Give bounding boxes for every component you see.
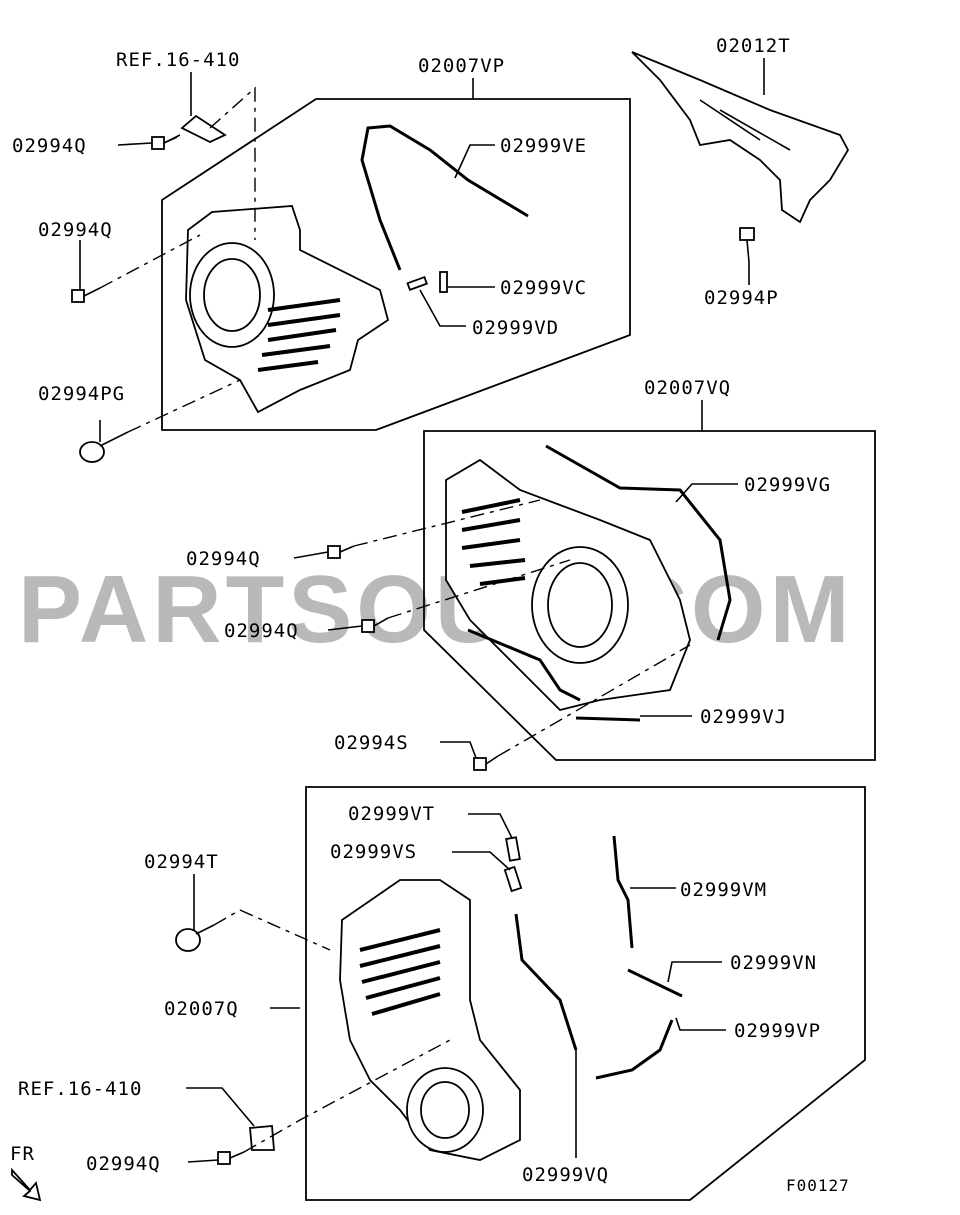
bracket-ref-top-part [180,114,227,143]
label-upper-cover-assy[interactable]: 02007VP [418,55,505,77]
lower-timing-cover[interactable] [445,458,691,711]
bolt-s-part [473,755,499,771]
label-lower-cover-assy[interactable]: 02007VQ [644,377,731,399]
front-cover-group-box [305,786,866,1201]
seal-vt-part [505,836,521,862]
label-seal-vq[interactable]: 02999VQ [522,1164,609,1186]
upper-timing-cover[interactable] [185,205,390,414]
label-ref-top[interactable]: REF.16-410 [116,49,240,71]
label-bracket[interactable]: 02012T [716,35,791,57]
upper-cover-group-box [161,98,631,431]
label-bolt-t[interactable]: 02994T [144,851,219,873]
label-bolt-p[interactable]: 02994P [704,287,779,309]
label-front-cover[interactable]: 02007Q [164,998,239,1020]
seal-vg-part [545,444,732,641]
bracket-ref-bottom-part [249,1125,275,1151]
seal-vp-part [595,1019,674,1080]
label-seal-vm[interactable]: 02999VM [680,879,767,901]
label-seal-vg[interactable]: 02999VG [744,474,831,496]
label-seal-vs[interactable]: 02999VS [330,841,417,863]
front-direction-arrow [11,1167,42,1202]
seal-vd-part [406,275,428,291]
seal-vc-part [439,271,448,293]
seal-vn-part [627,968,683,998]
seal-ve-part [360,124,529,271]
bolt-pg-part [79,431,129,463]
label-bolt-q-1[interactable]: 02994Q [12,135,87,157]
label-bolt-q-4[interactable]: 02994Q [224,620,299,642]
label-seal-vt[interactable]: 02999VT [348,803,435,825]
lower-cover-group-box [423,430,876,761]
front-cover[interactable] [339,879,521,1161]
label-seal-vd[interactable]: 02999VD [472,317,559,339]
label-bolt-q-5[interactable]: 02994Q [86,1153,161,1175]
label-bolt-q-3[interactable]: 02994Q [186,548,261,570]
label-seal-vp[interactable]: 02999VP [734,1020,821,1042]
seal-vq-part [514,913,578,1051]
label-bolt-pg[interactable]: 02994PG [38,383,125,405]
seal-vj-part [575,716,641,722]
leader-lines [79,58,765,1163]
bolt-q-2-part [71,287,101,303]
label-bolt-q-2[interactable]: 02994Q [38,219,113,241]
assembly-lines [99,86,691,1153]
label-seal-vc[interactable]: 02999VC [500,277,587,299]
label-seal-vj[interactable]: 02999VJ [700,706,787,728]
bolt-p-part [739,227,755,263]
watermark: PARTSOUQ.COM [18,556,854,663]
label-ref-bottom[interactable]: REF.16-410 [18,1078,142,1100]
label-direction: FR [10,1143,35,1165]
seal-vm-part [612,835,634,949]
label-seal-vn[interactable]: 02999VN [730,952,817,974]
bracket-part[interactable] [631,51,850,224]
bolt-q-5-part [217,1151,245,1165]
label-seal-ve[interactable]: 02999VE [500,135,587,157]
label-bolt-s[interactable]: 02994S [334,732,409,754]
seal-vs-part [503,865,523,893]
bolt-q-4-part [361,617,389,633]
diagram-code: F00127 [786,1176,850,1195]
seal-vj-strip-a [467,628,581,702]
bolt-t-part [175,924,215,952]
